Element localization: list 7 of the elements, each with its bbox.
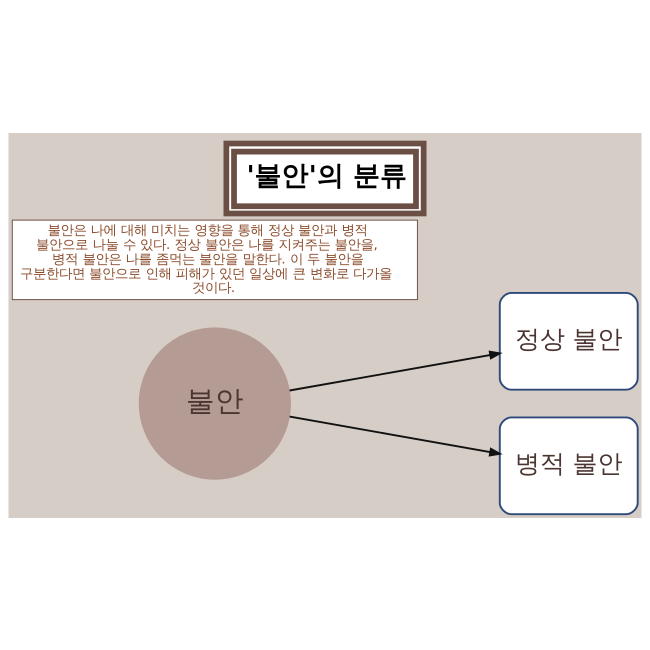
- node-box: 병적 불안: [498, 416, 639, 515]
- arrow: [289, 415, 503, 456]
- node-circle: 불안: [138, 326, 291, 480]
- arrow: [289, 350, 503, 391]
- node-box: 정상 불안: [498, 291, 639, 390]
- label: 불안은 나에 대해 미치는 영향을 통해 정상 불안과 병적 불안으로 나눌 수 있다. 정상 불안은 나를 지켜주는 불안을, 병적 불안은 나를 좀먹는 불안을 말한다. 이 두 불안을 구분한다면 불안으로 인해 피해가 있던 일상에 큰 변화로 다가올 것이다.: [20, 223, 392, 296]
- diagram-title: '불안'의 분류: [246, 160, 408, 192]
